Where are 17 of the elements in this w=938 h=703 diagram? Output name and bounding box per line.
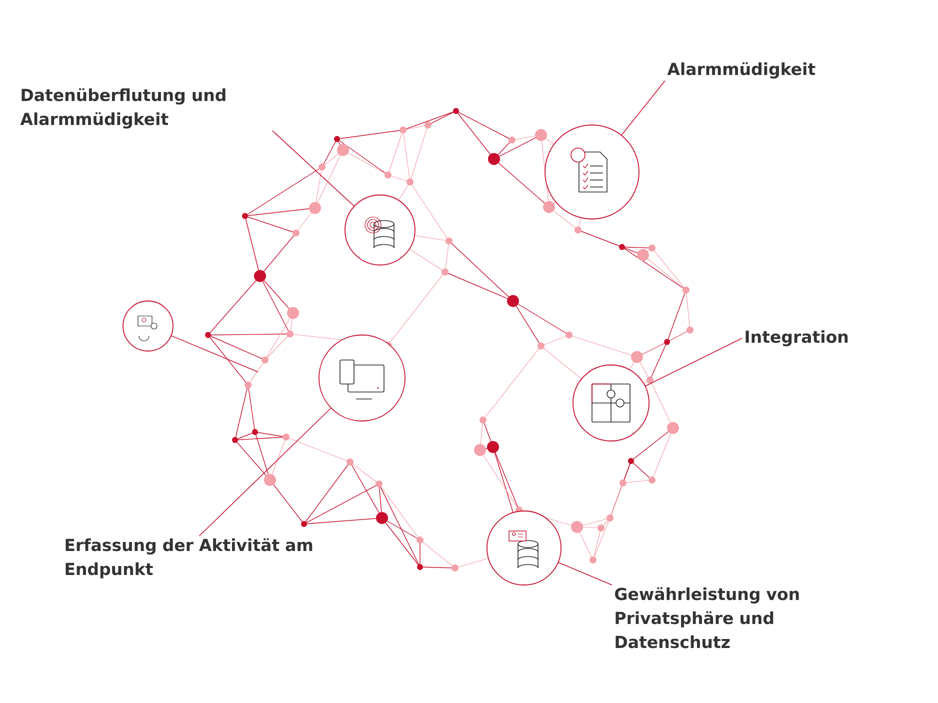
leader-line <box>645 338 742 386</box>
leader-line <box>621 80 666 136</box>
leader-line <box>171 335 258 372</box>
label-text: Alarmmüdigkeit <box>667 62 816 79</box>
label-text: Gewährleistung von Privatsphäre und Datenschutz <box>615 587 799 648</box>
label-text: Integration <box>746 330 848 346</box>
icon-circle <box>122 300 174 352</box>
label-text: Erfassung der Aktivität am Endpunkt <box>66 538 312 578</box>
icon-circle <box>318 334 406 422</box>
icon-circle <box>544 124 640 220</box>
label-text: Datenüberflutung und Alarmmüdigkeit <box>20 88 226 129</box>
leader-line <box>272 130 354 206</box>
icon-circle <box>486 510 562 586</box>
leader-line <box>558 562 612 586</box>
icon-circle <box>344 194 416 266</box>
icon-circle <box>572 364 650 442</box>
leader-line <box>198 408 332 536</box>
